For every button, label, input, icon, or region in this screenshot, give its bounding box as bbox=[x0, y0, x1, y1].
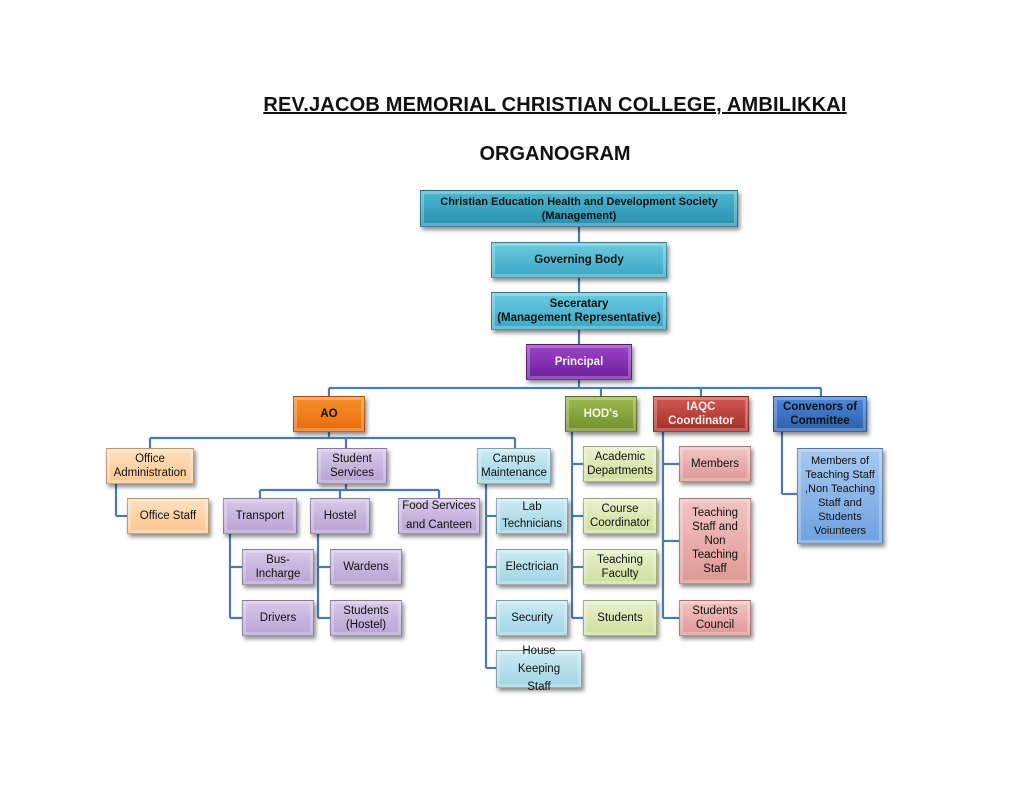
members-node: Members bbox=[679, 446, 751, 482]
food-services-node: Food Services and Canteen bbox=[398, 498, 480, 534]
students-node: Students bbox=[583, 600, 657, 636]
drivers-node: Drivers bbox=[242, 600, 314, 636]
house-keeping-node: House Keeping Staff bbox=[496, 645, 582, 693]
lab-technicians-node: Lab Technicians bbox=[496, 498, 568, 534]
course-coordinator-node: Course Coordinator bbox=[583, 498, 657, 534]
committee-members-node: Members of Teaching Staff ,Non Teaching … bbox=[797, 448, 883, 544]
teaching-non-teaching-node: Teaching Staff and Non Teaching Staff bbox=[679, 498, 751, 584]
office-staff-node: Office Staff bbox=[127, 498, 209, 534]
campus-maintenance-node: Campus Maintenance bbox=[477, 448, 551, 484]
management-node: Christian Education Health and Developme… bbox=[420, 190, 738, 227]
students-hostel-node: Students (Hostel) bbox=[330, 600, 402, 636]
teaching-faculty-node: Teaching Faculty bbox=[583, 549, 657, 585]
main-title: REV.JACOB MEMORIAL CHRISTIAN COLLEGE, AM… bbox=[263, 94, 847, 116]
governing-body-node: Governing Body bbox=[491, 242, 667, 278]
principal-node: Principal bbox=[526, 344, 632, 380]
iaqc-coordinator-node: IAQC Coordinator bbox=[653, 396, 749, 432]
students-council-node: Students Council bbox=[679, 600, 751, 636]
hostel-node: Hostel bbox=[310, 498, 370, 534]
transport-node: Transport bbox=[223, 498, 297, 534]
academic-departments-node: Academic Departments bbox=[583, 446, 657, 482]
security-node: Security bbox=[496, 600, 568, 636]
sub-title: ORGANOGRAM bbox=[479, 143, 631, 165]
student-services-node: Student Services bbox=[317, 448, 387, 484]
office-administration-node: Office Administration bbox=[106, 448, 194, 484]
secretary-node: Seceratary (Management Representative) bbox=[491, 292, 667, 330]
convenors-node: Convenors of Committee bbox=[773, 396, 867, 432]
hods-node: HOD's bbox=[565, 396, 637, 432]
bus-incharge-node: Bus-Incharge bbox=[242, 549, 314, 585]
wardens-node: Wardens bbox=[330, 549, 402, 585]
electrician-node: Electrician bbox=[496, 549, 568, 585]
ao-node: AO bbox=[293, 396, 365, 432]
